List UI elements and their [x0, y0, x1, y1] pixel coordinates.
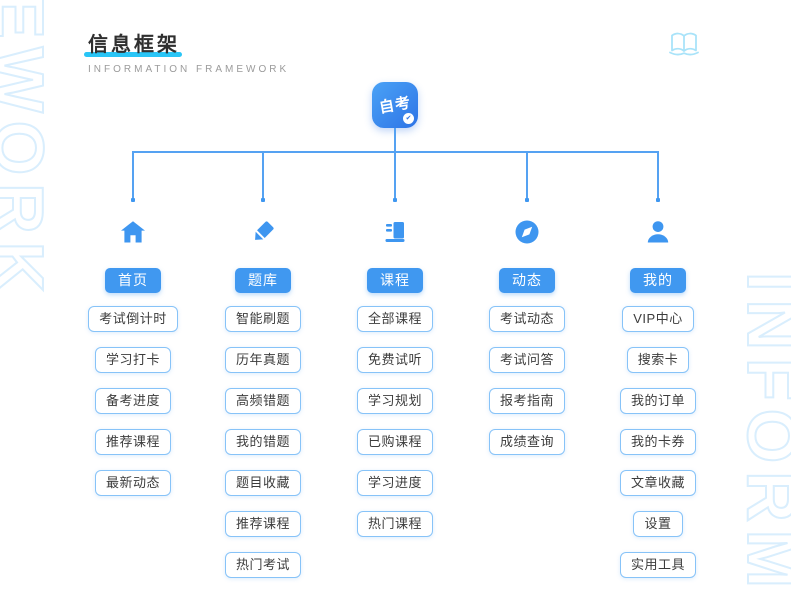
pen-check-icon: ✔ — [403, 113, 414, 124]
tree-item[interactable]: 考试倒计时 — [88, 306, 178, 332]
book-icon — [381, 218, 409, 251]
connector-stem — [394, 128, 396, 151]
tree-item[interactable]: 学习规划 — [356, 388, 433, 414]
page-title-text: 信息框架 — [88, 34, 180, 56]
column-home: 首页考试倒计时学习打卡备考进度推荐课程最新动态 — [68, 218, 198, 496]
tab-news[interactable]: 动态 — [499, 268, 555, 293]
tree-item[interactable]: 我的错题 — [224, 429, 301, 455]
tree-item[interactable]: 推荐课程 — [94, 429, 171, 455]
tree-item[interactable]: VIP中心 — [622, 306, 694, 332]
tree-item[interactable]: 备考进度 — [94, 388, 171, 414]
tree-item[interactable]: 搜索卡 — [626, 347, 690, 373]
connector-drop — [657, 151, 659, 200]
tree-item[interactable]: 推荐课程 — [224, 511, 301, 537]
connector-endpoint — [261, 198, 265, 202]
connector-endpoint — [525, 198, 529, 202]
connector-drop — [132, 151, 134, 200]
column-news: 动态考试动态考试问答报考指南成绩查询 — [462, 218, 592, 455]
tree-item[interactable]: 智能刷题 — [224, 306, 301, 332]
connector-drop — [526, 151, 528, 200]
tree-item[interactable]: 学习打卡 — [94, 347, 171, 373]
item-list-courses: 全部课程免费试听学习规划已购课程学习进度热门课程 — [356, 306, 433, 537]
tree-item[interactable]: 我的订单 — [619, 388, 696, 414]
compass-icon — [513, 218, 541, 251]
open-book-icon — [669, 32, 699, 56]
tab-courses[interactable]: 课程 — [367, 268, 423, 293]
header: 信息框架 INFORMATION FRAMEWORK — [84, 28, 290, 75]
home-icon — [119, 218, 147, 251]
tree-item[interactable]: 全部课程 — [356, 306, 433, 332]
connector-drop — [394, 151, 396, 200]
tree-item[interactable]: 我的卡券 — [619, 429, 696, 455]
connector-endpoint — [393, 198, 397, 202]
tree-item[interactable]: 考试问答 — [488, 347, 565, 373]
tree-item[interactable]: 热门考试 — [224, 552, 301, 578]
connector-endpoint — [131, 198, 135, 202]
person-icon — [644, 218, 672, 251]
item-list-news: 考试动态考试问答报考指南成绩查询 — [488, 306, 565, 455]
tree-item[interactable]: 成绩查询 — [488, 429, 565, 455]
connector-drop — [262, 151, 264, 200]
tree-item[interactable]: 题目收藏 — [224, 470, 301, 496]
tree-item[interactable]: 设置 — [633, 511, 683, 537]
page-title: 信息框架 — [84, 28, 182, 57]
item-list-home: 考试倒计时学习打卡备考进度推荐课程最新动态 — [88, 306, 178, 496]
tree-item[interactable]: 已购课程 — [356, 429, 433, 455]
title-underline — [84, 52, 182, 57]
tree-item[interactable]: 考试动态 — [488, 306, 565, 332]
tab-mine[interactable]: 我的 — [630, 268, 686, 293]
tree-item[interactable]: 学习进度 — [356, 470, 433, 496]
tree-item[interactable]: 高频错题 — [224, 388, 301, 414]
tree-item[interactable]: 实用工具 — [619, 552, 696, 578]
tab-home[interactable]: 首页 — [105, 268, 161, 293]
watermark-left: EWORK — [0, 0, 59, 301]
item-list-question-bank: 智能刷题历年真题高频错题我的错题题目收藏推荐课程热门考试 — [224, 306, 301, 578]
tree-item[interactable]: 历年真题 — [224, 347, 301, 373]
tree-item[interactable]: 免费试听 — [356, 347, 433, 373]
watermark-right: INFORM — [732, 271, 791, 597]
column-mine: 我的 VIP中心搜索卡我的订单我的卡券文章收藏设置实用工具 — [593, 218, 723, 578]
item-list-mine: VIP中心搜索卡我的订单我的卡券文章收藏设置实用工具 — [619, 306, 696, 578]
page-subtitle: INFORMATION FRAMEWORK — [88, 64, 290, 75]
app-logo: 自考 ✔ — [372, 82, 418, 128]
tree-item[interactable]: 热门课程 — [356, 511, 433, 537]
tree-item[interactable]: 报考指南 — [488, 388, 565, 414]
tab-question-bank[interactable]: 题库 — [235, 268, 291, 293]
pencil-icon — [249, 218, 277, 251]
connector-endpoint — [656, 198, 660, 202]
column-question-bank: 题库智能刷题历年真题高频错题我的错题题目收藏推荐课程热门考试 — [198, 218, 328, 578]
column-courses: 课程全部课程免费试听学习规划已购课程学习进度热门课程 — [330, 218, 460, 537]
tree-item[interactable]: 最新动态 — [94, 470, 171, 496]
tree-item[interactable]: 文章收藏 — [619, 470, 696, 496]
